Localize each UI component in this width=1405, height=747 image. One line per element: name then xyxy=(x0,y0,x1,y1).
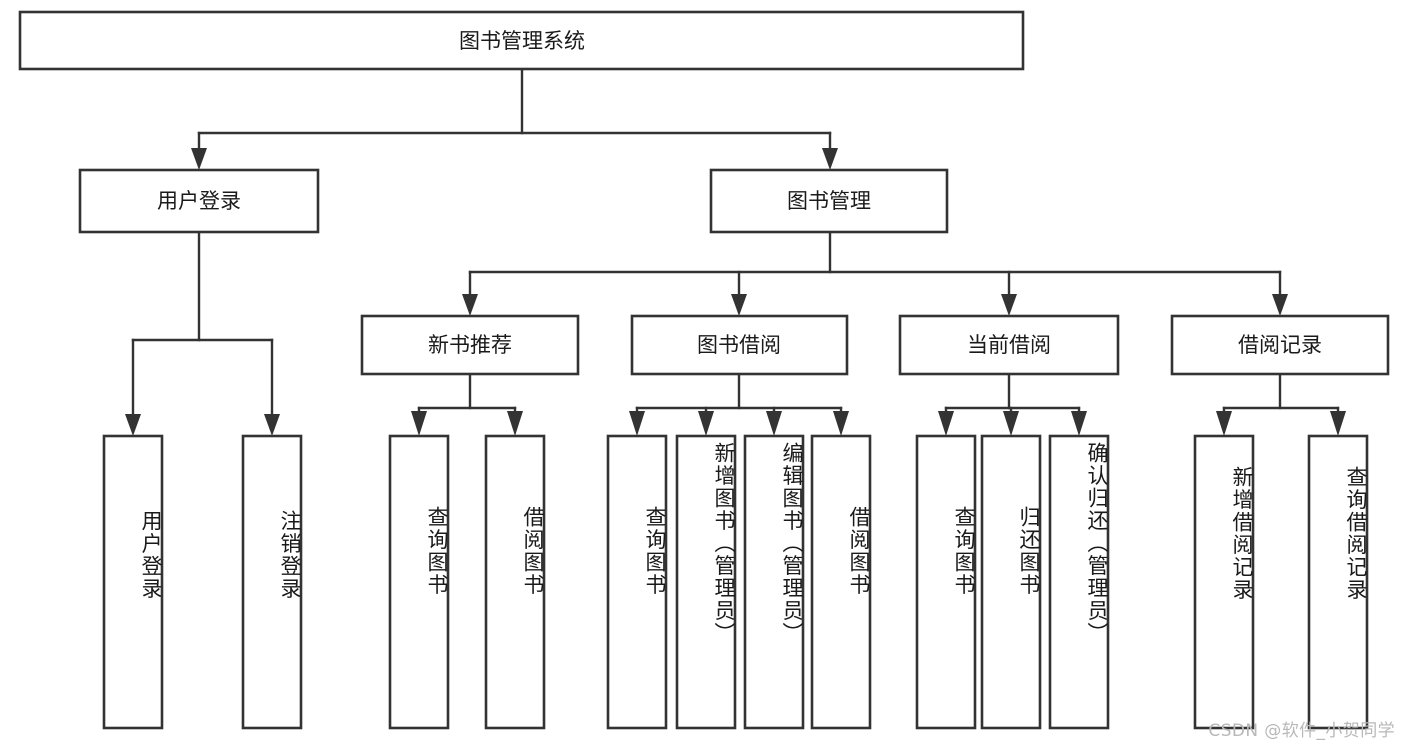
arrow-root-to-book-manage-icon xyxy=(822,148,838,170)
arrow-br-leaf1-icon xyxy=(1216,411,1232,436)
node-user-login[interactable]: 用户登录 xyxy=(78,168,320,234)
arrow-bb-leaf4-icon xyxy=(833,411,849,436)
arrow-nbr-leaf1-icon xyxy=(411,411,427,436)
node-borrow-record[interactable]: 借阅记录 xyxy=(1170,314,1390,376)
connector-group-book-manage xyxy=(462,230,1288,316)
leaf-box-borrow-book-2[interactable] xyxy=(810,434,872,730)
connector-group-current-borrow xyxy=(938,372,1087,436)
leaf-box-user-login[interactable] xyxy=(102,434,164,730)
node-new-book-recommend[interactable]: 新书推荐 xyxy=(360,314,580,376)
node-book-manage-label: 图书管理 xyxy=(787,189,871,213)
connector-group-book-borrow xyxy=(629,372,849,436)
node-borrow-record-box[interactable] xyxy=(1170,314,1390,376)
node-book-borrow-box[interactable] xyxy=(630,314,849,376)
connector-group-root xyxy=(191,67,838,170)
leaf-box-return-book[interactable] xyxy=(980,434,1042,730)
node-book-borrow[interactable]: 图书借阅 xyxy=(630,314,849,376)
node-current-borrow-label: 当前借阅 xyxy=(967,333,1051,357)
node-current-borrow-box[interactable] xyxy=(898,314,1120,376)
watermark: CSDN @软件_小贺同学 xyxy=(1208,721,1395,741)
node-current-borrow[interactable]: 当前借阅 xyxy=(898,314,1120,376)
leaf-box-query-record[interactable] xyxy=(1307,434,1369,730)
leaf-box-borrow-book-1[interactable] xyxy=(484,434,546,730)
arrow-to-current-borrow-icon xyxy=(1001,294,1017,316)
node-book-manage-box[interactable] xyxy=(709,168,949,234)
node-root-box[interactable] xyxy=(18,10,1025,71)
node-user-login-label: 用户登录 xyxy=(157,189,241,213)
node-user-login-box[interactable] xyxy=(78,168,320,234)
node-book-manage[interactable]: 图书管理 xyxy=(709,168,949,234)
arrow-to-new-book-recommend-icon xyxy=(462,294,478,316)
leaf-boxes xyxy=(102,434,1369,730)
leaf-box-logout[interactable] xyxy=(241,434,303,730)
leaf-box-add-record[interactable] xyxy=(1193,434,1255,730)
arrow-user-login-leaf1-icon xyxy=(125,414,141,436)
leaf-box-add-book[interactable] xyxy=(675,434,737,730)
leaf-box-query-book-3[interactable] xyxy=(915,434,977,730)
node-new-book-recommend-box[interactable] xyxy=(360,314,580,376)
connector-group-new-book-recommend xyxy=(411,372,523,436)
leaf-box-confirm-return[interactable] xyxy=(1048,434,1110,730)
leaf-box-query-book-1[interactable] xyxy=(388,434,450,730)
arrow-cb-leaf3-icon xyxy=(1071,411,1087,436)
arrow-cb-leaf1-icon xyxy=(938,411,954,436)
arrow-to-book-borrow-icon xyxy=(731,294,747,316)
arrow-br-leaf2-icon xyxy=(1330,411,1346,436)
node-book-borrow-label: 图书借阅 xyxy=(697,333,781,357)
arrow-root-to-user-login-icon xyxy=(191,148,207,170)
connector-group-user-login xyxy=(125,230,280,436)
arrow-bb-leaf2-icon xyxy=(698,411,714,436)
leaf-box-edit-book[interactable] xyxy=(743,434,805,730)
arrow-nbr-leaf2-icon xyxy=(507,411,523,436)
arrow-user-login-leaf2-icon xyxy=(264,414,280,436)
node-new-book-recommend-label: 新书推荐 xyxy=(428,333,512,357)
arrow-cb-leaf2-icon xyxy=(1003,411,1019,436)
node-root-label: 图书管理系统 xyxy=(459,29,585,53)
node-root[interactable]: 图书管理系统 xyxy=(18,10,1025,71)
arrow-bb-leaf1-icon xyxy=(629,411,645,436)
arrow-bb-leaf3-icon xyxy=(766,411,782,436)
connector-group-borrow-record xyxy=(1216,372,1346,436)
arrow-to-borrow-record-icon xyxy=(1272,294,1288,316)
leaf-box-query-book-2[interactable] xyxy=(606,434,668,730)
node-borrow-record-label: 借阅记录 xyxy=(1238,333,1322,357)
